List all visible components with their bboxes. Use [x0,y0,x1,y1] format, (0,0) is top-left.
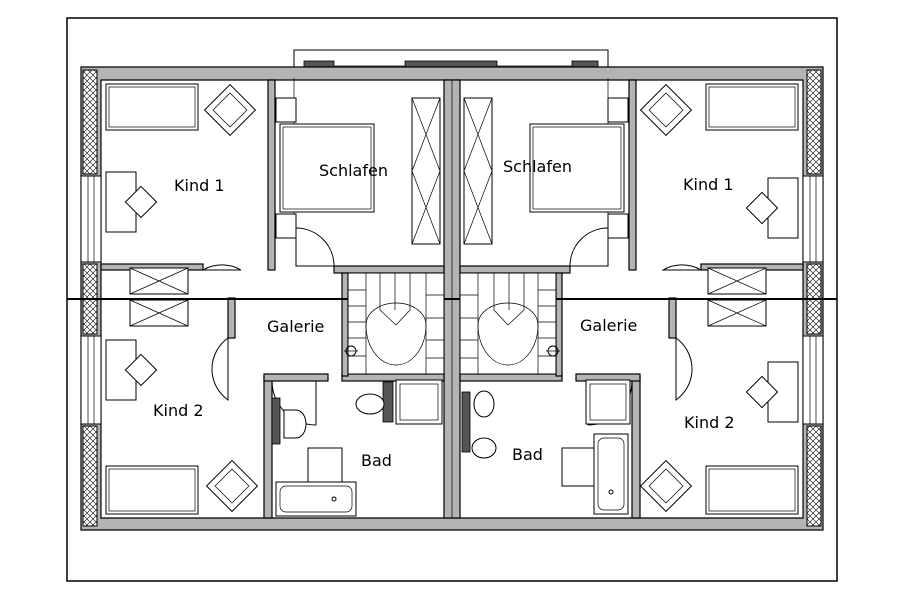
bed [105,465,199,515]
room-label-schlafen-left: Schlafen [319,161,388,180]
room-label-kind1-left: Kind 1 [174,176,225,195]
staircase-left [344,272,445,375]
room-label-kind2-left: Kind 2 [153,401,204,420]
bathtub [275,481,357,517]
furniture-left [105,83,443,517]
room-label-kind2-right: Kind 2 [684,413,735,432]
shower [585,379,631,425]
room-label-galerie-left: Galerie [267,317,324,336]
room-label-schlafen-right: Schlafen [503,157,572,176]
interior-walls-left [100,79,445,519]
interior-walls-right [459,79,804,519]
shower [395,379,443,425]
double-bed [279,123,375,213]
bed [705,83,799,131]
doors-left [202,227,335,426]
room-label-bad-right: Bad [512,445,543,464]
furniture-right [461,83,799,515]
bathtub [593,433,629,515]
bed [105,83,199,131]
bed [705,465,799,515]
exterior-walls [80,66,824,531]
room-label-galerie-right: Galerie [580,316,637,335]
staircase-right [459,272,560,375]
room-label-bad-left: Bad [361,451,392,470]
double-bed [529,123,625,213]
room-label-kind1-right: Kind 1 [683,175,734,194]
